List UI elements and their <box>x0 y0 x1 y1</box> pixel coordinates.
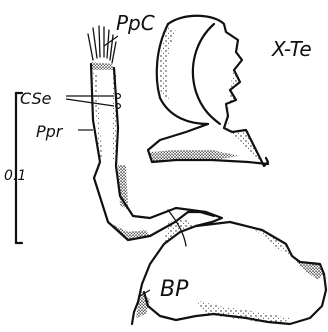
label-scale: 0.1 <box>4 168 26 184</box>
leader-lines <box>66 36 150 296</box>
label-bp: BP <box>160 277 189 302</box>
crest-base-stipple <box>90 62 114 70</box>
basal-plate-lower-shading <box>196 300 290 324</box>
basal-plate-joint-shading <box>164 218 196 244</box>
paramere-crest-spines <box>88 26 116 70</box>
label-ppr: Ppr <box>36 122 64 141</box>
basal-plate-upper-shading <box>250 226 292 256</box>
tenth-tergite <box>148 16 268 166</box>
label-cse: CSe <box>20 89 52 108</box>
label-ppc: PpC <box>116 11 155 35</box>
paramere-elbow-shading <box>118 165 128 210</box>
paramere-shading-right <box>112 72 116 160</box>
cse-leader-line-2 <box>66 99 114 106</box>
label-x-te: X-Te <box>271 37 312 61</box>
basal-plate-right-shading <box>292 256 324 280</box>
basal-plate <box>132 208 326 324</box>
